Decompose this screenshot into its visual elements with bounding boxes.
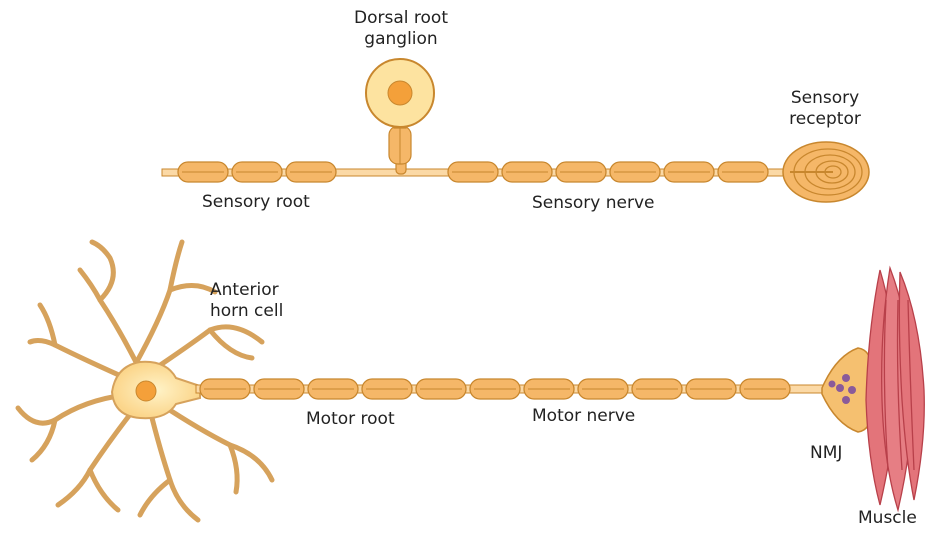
- sensory-nerve-label: Sensory nerve: [532, 193, 654, 214]
- sensory-receptor-label-line2: receptor: [770, 109, 880, 130]
- muscle-label: Muscle: [858, 508, 917, 529]
- muscle-fibers: [866, 268, 924, 510]
- anterior-horn-cell-label: Anterior horn cell: [210, 280, 283, 323]
- anterior-horn-cell-label-line1: Anterior: [210, 280, 283, 301]
- sensory-myelin-sheath: [178, 162, 768, 182]
- neuromuscular-junction: [822, 348, 872, 432]
- motor-root-label: Motor root: [306, 409, 395, 430]
- anterior-horn-cell-nucleus: [136, 381, 156, 401]
- dorsal-root-ganglion-nucleus: [388, 81, 412, 105]
- sensory-root-label: Sensory root: [202, 192, 310, 213]
- sensory-neuron: [162, 59, 869, 202]
- sensory-receptor-label-line1: Sensory: [770, 88, 880, 109]
- motor-myelin-sheath: [200, 379, 790, 399]
- sensory-receptor: [783, 142, 869, 202]
- sensory-receptor-label: Sensory receptor: [770, 88, 880, 131]
- motor-nerve-label: Motor nerve: [532, 406, 635, 427]
- motor-neuron: [18, 242, 924, 520]
- anterior-horn-cell-label-line2: horn cell: [210, 301, 283, 322]
- nmj-label: NMJ: [810, 443, 842, 464]
- dorsal-root-ganglion-label: Dorsal root ganglion: [336, 8, 466, 51]
- dorsal-root-ganglion-label-line2: ganglion: [336, 29, 466, 50]
- dorsal-root-ganglion-label-line1: Dorsal root: [336, 8, 466, 29]
